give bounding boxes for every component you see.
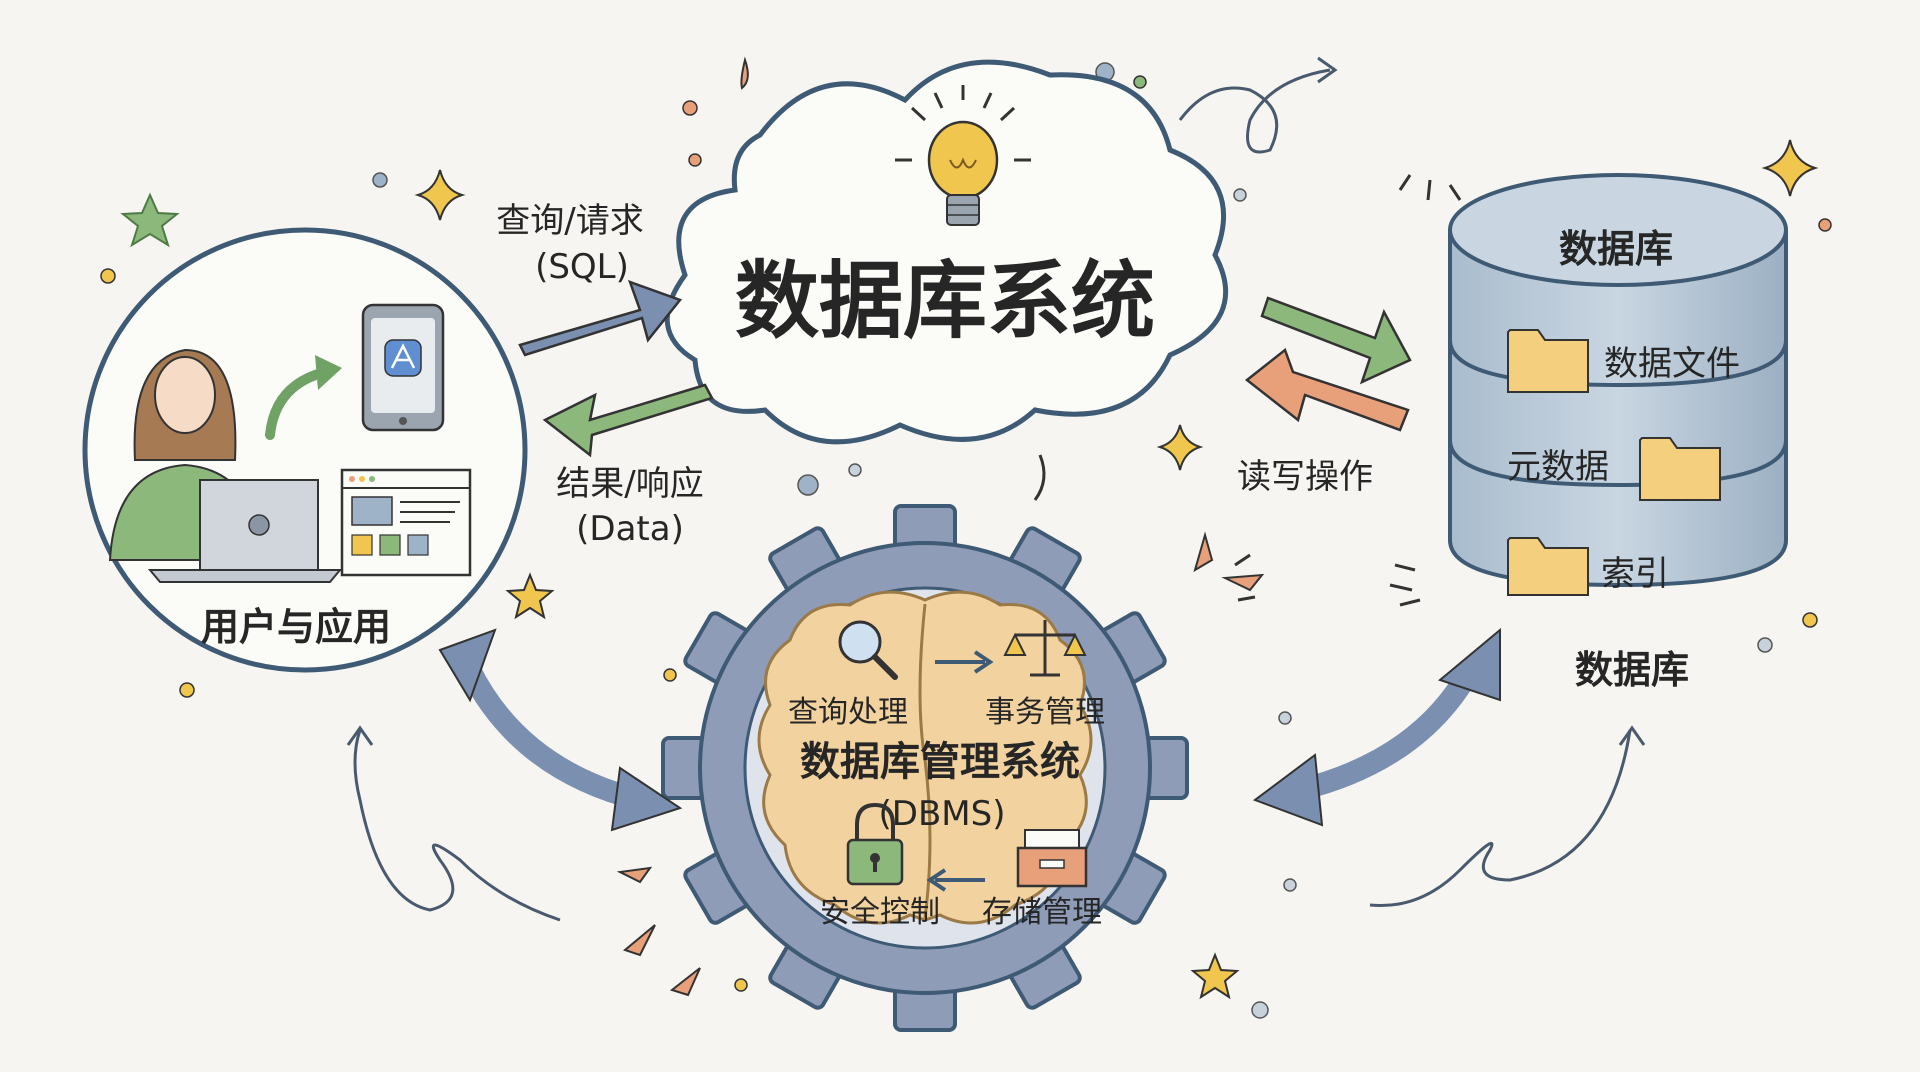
decor-dot: [848, 463, 862, 477]
database-system-cloud: 数据库系统: [664, 59, 1229, 501]
brain-divider: [918, 603, 932, 919]
decor-dot: [688, 153, 702, 167]
main-title: 数据库系统: [735, 252, 1155, 350]
query-processing-label: 查询处理: [788, 695, 908, 730]
swirl-arrowhead: [1618, 725, 1646, 746]
decor-dot: [734, 978, 748, 992]
data-files-label: 数据文件: [1604, 344, 1740, 384]
decor-dot: [1757, 637, 1773, 653]
decor-dot: [179, 682, 195, 698]
swirl-decor: [1178, 68, 1331, 154]
request-label: 查询/请求: [496, 201, 643, 241]
swirl-arrowhead: [1317, 56, 1338, 84]
decor-dot: [1818, 218, 1832, 232]
dbms-subtitle: (DBMS): [879, 794, 1006, 834]
request-sublabel: (SQL): [535, 247, 629, 287]
orange-burst: [1221, 573, 1265, 592]
orange-burst: [669, 967, 701, 997]
folder-icon: [1507, 537, 1589, 596]
swirl-decor: [353, 729, 561, 922]
decor-dot: [682, 100, 698, 116]
security-control-label: 安全控制: [820, 895, 940, 930]
orange-burst: [622, 924, 656, 957]
decor-dot: [1251, 1001, 1269, 1019]
laptop-icon: [147, 479, 343, 583]
dbms-db-double-arrow: [1252, 627, 1501, 827]
decor-dot: [1278, 711, 1292, 725]
decor-dot: [797, 474, 819, 496]
readwrite-label: 读写操作: [1237, 457, 1373, 497]
star-icon: [1190, 952, 1240, 1000]
burst-lines: [1234, 174, 1462, 607]
browser-window-icon: [340, 468, 472, 577]
decor-dot: [1283, 878, 1297, 892]
response-label: 结果/响应: [556, 464, 703, 504]
orange-burst: [616, 866, 653, 884]
user-to-phone-arrow: [265, 367, 330, 440]
decor-dot: [1233, 188, 1247, 202]
storage-mgmt-label: 存储管理: [982, 895, 1102, 930]
process-arrow: [926, 868, 985, 892]
folder-icon: [1639, 437, 1721, 501]
decor-dot: [663, 668, 677, 682]
folder-icon: [1507, 329, 1589, 393]
database-top-label: 数据库: [1559, 227, 1673, 271]
metadata-label: 元数据: [1507, 447, 1609, 487]
user-apps-panel: 用户与应用: [82, 227, 528, 673]
person-face: [154, 356, 216, 434]
decor-dot: [1133, 75, 1147, 89]
cloud-tail-swirl: [1033, 454, 1046, 501]
request-arrow: [518, 279, 683, 357]
database-caption: 数据库: [1575, 648, 1689, 692]
orange-drop: [740, 56, 749, 90]
response-sublabel: (Data): [576, 509, 684, 549]
swirl-arrowhead: [346, 725, 374, 746]
decorations: [100, 56, 1832, 1019]
sparkle-icon: [414, 169, 466, 221]
index-label: 索引: [1601, 554, 1669, 594]
decor-dot: [100, 268, 116, 284]
decor-dot: [1802, 612, 1818, 628]
sparkle-icon: [1761, 139, 1819, 197]
dbms-gear: 查询处理 事务管理 数据库管理系统 (DBMS) 安全控制 存储管理: [661, 504, 1189, 1032]
user-dbms-double-arrow: [438, 628, 683, 832]
sparkle-icon: [1156, 424, 1204, 471]
swirl-decor: [1369, 729, 1632, 908]
magnifier-icon: [838, 620, 898, 680]
mobile-app-icon: [361, 303, 445, 432]
storage-drawer-icon: [1016, 829, 1088, 888]
write-arrow: [1260, 296, 1412, 385]
arrowhead: [315, 355, 342, 390]
read-arrow: [1244, 347, 1410, 432]
lightbulb-icon: [895, 85, 1031, 226]
process-arrow: [935, 650, 994, 674]
star-icon: [505, 572, 555, 620]
transaction-mgmt-label: 事务管理: [985, 695, 1105, 730]
lock-icon: [846, 802, 904, 886]
dbms-title: 数据库管理系统: [800, 739, 1080, 785]
orange-burst: [1193, 531, 1214, 573]
response-arrow: [542, 383, 714, 458]
scales-icon: [1003, 620, 1087, 677]
user-apps-label: 用户与应用: [201, 605, 391, 649]
star-icon: [120, 192, 180, 248]
decor-dot: [372, 172, 388, 188]
database-cylinder: 数据库 数据文件 元数据 索引: [1448, 173, 1788, 596]
